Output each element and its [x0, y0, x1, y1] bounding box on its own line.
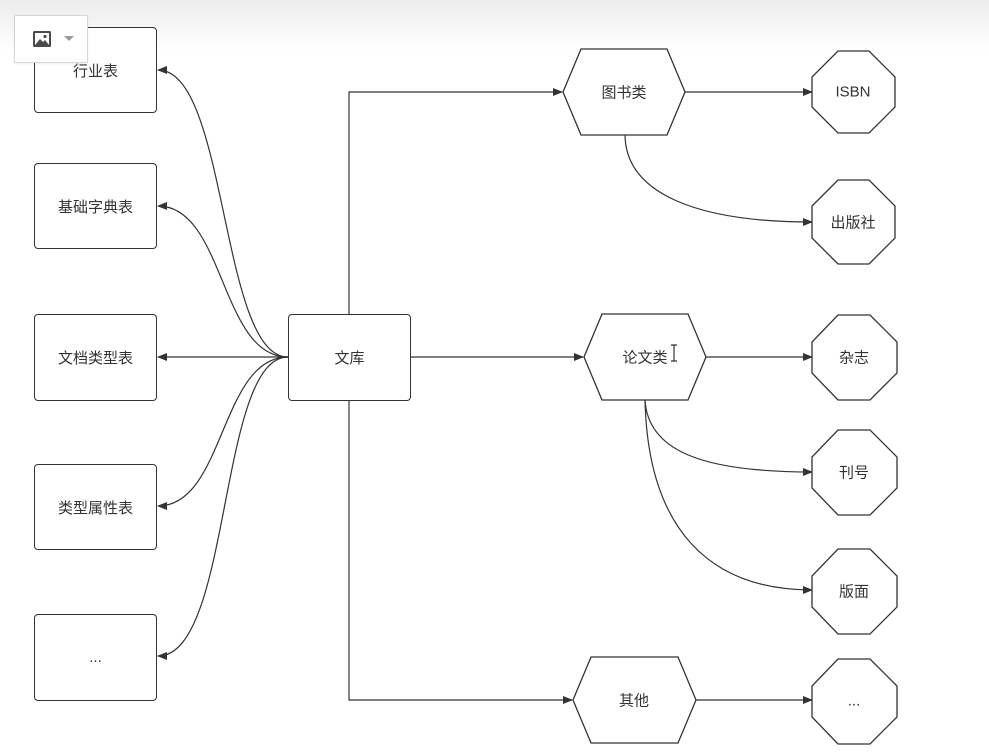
edge-books-to-publisher	[624, 133, 813, 226]
table-doctype-label: 文档类型表	[57, 350, 133, 367]
attr-layout-shape[interactable]	[811, 548, 898, 635]
attr-other-more-label: ...	[847, 692, 861, 710]
center-node-library[interactable]: 文库	[288, 314, 411, 401]
text-cursor-icon	[671, 344, 677, 362]
image-icon	[33, 31, 51, 47]
image-insert-button[interactable]	[14, 15, 88, 63]
attr-isbn-label: ISBN	[835, 83, 871, 101]
edge-center-to-books	[348, 88, 563, 315]
attr-publisher-label: 出版社	[830, 214, 876, 232]
attr-publisher-shape[interactable]	[811, 179, 896, 265]
category-others-label: 其他	[618, 692, 650, 710]
attr-magazine-shape[interactable]	[811, 314, 898, 401]
table-dictionary-label: 基础字典表	[57, 198, 133, 216]
category-books-label: 图书类	[601, 84, 647, 102]
table-more[interactable]: ...	[34, 614, 157, 701]
edge-center-to-dictionary	[157, 202, 289, 358]
center-node-label: 文库	[334, 350, 365, 367]
edge-center-to-typeattr	[157, 356, 289, 510]
edge-papers-to-issue	[644, 399, 813, 476]
table-typeattr-label: 类型属性表	[57, 499, 133, 517]
table-industry-label: 行业表	[72, 62, 118, 80]
edge-center-to-industry	[157, 66, 289, 358]
category-books-shape[interactable]	[562, 48, 686, 136]
top-toolbar	[0, 0, 989, 52]
edge-center-to-others	[348, 401, 573, 704]
category-papers-label: 论文类	[622, 349, 668, 367]
table-typeattr[interactable]: 类型属性表	[34, 464, 157, 550]
table-more-label: ...	[89, 649, 102, 666]
table-dictionary[interactable]: 基础字典表	[34, 163, 157, 249]
attr-issue-label: 刊号	[838, 464, 870, 482]
edge-center-to-more	[157, 356, 289, 660]
table-doctype[interactable]: 文档类型表	[34, 314, 157, 401]
attr-layout-label: 版面	[838, 583, 870, 601]
category-others-shape[interactable]	[572, 656, 697, 744]
attr-issue-shape[interactable]	[811, 429, 898, 516]
attr-other-more-shape[interactable]	[811, 658, 898, 745]
attr-magazine-label: 杂志	[838, 349, 870, 367]
caret-down-icon[interactable]	[64, 36, 74, 42]
edge-papers-to-layout	[644, 399, 813, 594]
attr-isbn-shape[interactable]	[811, 50, 896, 134]
category-papers-shape[interactable]	[583, 313, 707, 401]
